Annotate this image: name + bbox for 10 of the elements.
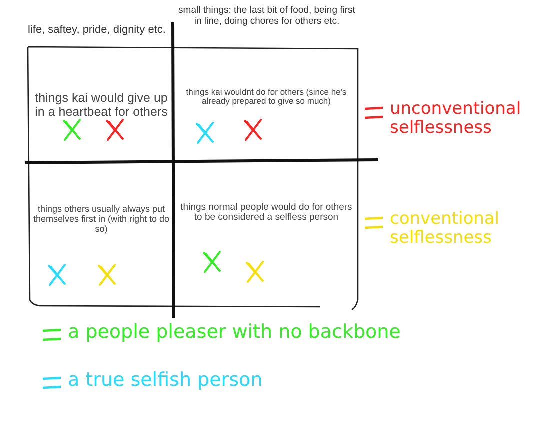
- legend-text: a people pleaser with no backbone: [68, 322, 401, 343]
- column-heading: small things: the last bit of food, being first in line, doing chores for others etc.: [178, 6, 356, 28]
- legend-text: conventional selflessness: [390, 210, 501, 248]
- quadrant-text: things normal people would do for others to be considered a selfless person: [180, 203, 354, 224]
- legend-text: a true selfish person: [68, 370, 263, 391]
- quadrant-text: things others usually always put themselves first in (with right to do so): [32, 205, 171, 235]
- column-heading: life, saftey, pride, dignity etc.: [27, 24, 167, 37]
- quadrant-text: things kai wouldnt do for others (since he's already prepared to give so much): [185, 88, 348, 107]
- legend-text: unconventional selflessness: [390, 100, 522, 138]
- quadrant-text: things kai would give up in a heartbeat for others: [34, 92, 169, 120]
